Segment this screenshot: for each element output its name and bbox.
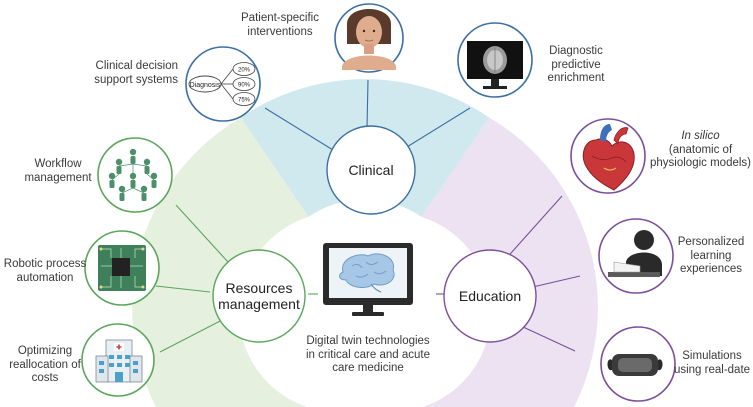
workflow-label-line: management <box>24 171 92 184</box>
decision-tree-icon: Diagnosis 20% 90% 75% <box>185 46 261 122</box>
robotic-label: Robotic process automation <box>0 258 90 285</box>
center-caption-line: care medicine <box>332 362 404 374</box>
patient-specific-label-line: Patient-specific <box>241 12 319 24</box>
decision-support-label: Clinical decision support systems <box>78 60 178 87</box>
center-caption: Digital twin technologies in critical ca… <box>293 335 443 376</box>
circuit-board-icon <box>84 230 160 306</box>
robotic-label-line: Robotic process <box>3 258 87 270</box>
diagnostic-label-line: enrichment <box>547 72 605 84</box>
workflow-label-line: Workflow <box>34 158 82 170</box>
decision-icon-percent: 20% <box>238 68 251 74</box>
workflow-label: Workflow management <box>18 158 98 185</box>
brain-scan-monitor-icon <box>457 22 533 98</box>
resources-band <box>132 117 309 407</box>
insilico-title: In silico <box>681 130 720 142</box>
decision-icon-percent: 90% <box>238 83 251 89</box>
patient-specific-label: Patient-specific interventions <box>230 12 330 39</box>
education-hub-label: Education <box>458 288 522 304</box>
patient-specific-label-line: interventions <box>247 25 313 38</box>
decision-support-label-line: Clinical decision <box>95 60 178 72</box>
robotic-label-line: automation <box>16 271 74 284</box>
resources-hub <box>212 249 306 343</box>
anatomic-heart-icon <box>570 118 646 194</box>
patient-face-icon <box>334 3 404 73</box>
insilico-label: In silico (anatomic of physiologic model… <box>648 130 753 171</box>
decision-support-label-line: support systems <box>94 73 178 86</box>
clinical-hub-label: Clinical <box>348 162 394 178</box>
monitor-brain-icon <box>323 243 413 316</box>
learning-label-line: experiences <box>679 263 742 275</box>
resources-hub-label: Resources management <box>211 280 307 312</box>
hospital-building-icon <box>81 323 155 397</box>
resources-hub-label-line: Resources <box>225 280 293 296</box>
diagnostic-label: Diagnostic predictive enrichment <box>536 45 616 86</box>
insilico-label-line: physiologic models) <box>650 157 751 169</box>
clinical-connectors <box>264 79 471 151</box>
simulations-label-line: using real-date <box>673 363 751 376</box>
vr-headset-icon <box>600 326 676 402</box>
decision-icon-center-label: Diagnosis <box>190 82 221 89</box>
learning-label-line: learning <box>690 249 732 262</box>
student-learning-icon <box>598 218 674 294</box>
center-caption-line: Digital twin technologies <box>306 335 430 347</box>
insilico-label-line: (anatomic of <box>668 143 733 156</box>
learning-label: Personalized learning experiences <box>670 236 752 277</box>
resources-connectors <box>155 204 318 353</box>
clinical-hub <box>326 125 416 215</box>
center-caption-line: in critical care and acute <box>305 348 430 361</box>
diagnostic-label-line: predictive <box>551 58 601 71</box>
resources-hub-label-line: management <box>218 296 300 312</box>
simulations-label-line: Simulations <box>682 350 742 362</box>
simulations-label: Simulations using real-date <box>672 350 752 377</box>
costs-label: Optimizing reallocation of costs <box>5 345 85 386</box>
costs-label-line: reallocation of <box>9 358 81 371</box>
education-hub <box>443 249 537 343</box>
decision-icon-percent: 75% <box>238 98 251 104</box>
costs-label-line: costs <box>31 372 59 384</box>
costs-label-line: Optimizing <box>17 345 73 357</box>
workflow-people-icon <box>97 137 173 213</box>
diagnostic-label-line: Diagnostic <box>549 45 603 57</box>
learning-label-line: Personalized <box>677 236 745 248</box>
